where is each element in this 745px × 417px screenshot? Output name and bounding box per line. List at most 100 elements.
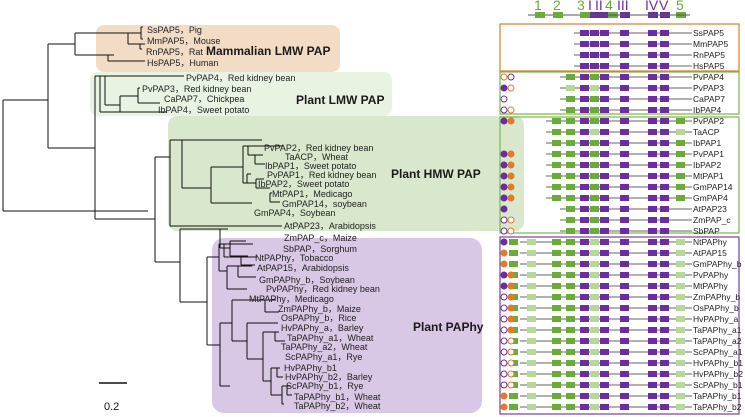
site-marker <box>500 304 508 312</box>
motif-box <box>660 140 669 146</box>
motif-box <box>580 74 589 80</box>
domain-labels: 1 2 3 I II 4 III IV V 5 <box>534 0 684 13</box>
motif-box <box>620 96 629 102</box>
site-marker <box>500 227 508 235</box>
sequence-name: IbPAP1 <box>693 138 721 148</box>
leaf-label: ZmPAP_c，Maize <box>284 233 357 243</box>
site-marker <box>507 117 515 125</box>
sequence-name: OsPAPhy_b <box>693 303 739 313</box>
motif-box <box>660 74 669 80</box>
motif-box <box>580 162 589 168</box>
motif-box <box>648 382 657 388</box>
motif-box <box>660 85 669 91</box>
motif-box <box>676 371 685 377</box>
domain-row: HvPAPhy_a <box>500 314 738 324</box>
site-marker <box>507 381 515 389</box>
site-marker <box>500 249 508 257</box>
domain-row: IbPAP4 <box>500 105 721 115</box>
motif-box <box>600 261 609 267</box>
motif-box <box>676 261 685 267</box>
domain-row: TaPAPhy_b2 <box>500 402 742 412</box>
motif-box <box>648 228 657 234</box>
motif-box <box>676 195 685 201</box>
site-marker <box>507 359 515 367</box>
plant-paphy-label: Plant PAPhy <box>413 320 484 334</box>
motif-box <box>580 30 589 36</box>
leaf-label: MtPAPhy，Medicago <box>249 294 334 304</box>
site-marker <box>500 73 508 81</box>
motif-box <box>600 140 609 146</box>
sequence-name: HvPAPhy_b2 <box>693 369 743 379</box>
papphy-clade-box <box>212 238 482 413</box>
motif-box <box>648 30 657 36</box>
motif-box <box>552 118 561 124</box>
motif-box <box>566 74 575 80</box>
motif-box <box>580 206 589 212</box>
motif-box <box>590 173 599 179</box>
motif-box <box>620 195 629 201</box>
motif-box <box>660 107 669 113</box>
motif-box <box>676 140 685 146</box>
motif-box <box>600 151 609 157</box>
motif-box <box>676 250 685 256</box>
motif-box <box>648 250 657 256</box>
motif-box <box>580 151 589 157</box>
motif-box <box>660 338 669 344</box>
domain-row: TaPAPhy_a2 <box>500 336 742 346</box>
motif-box <box>527 349 536 355</box>
motif-box <box>660 272 669 278</box>
motif-box <box>660 195 669 201</box>
domain-row: SsPAP5 <box>574 28 724 38</box>
motif-box <box>620 338 629 344</box>
motif-box <box>566 283 575 289</box>
motif-box <box>580 173 589 179</box>
domain-row: PvPAP2 <box>500 116 724 126</box>
motif-box <box>648 349 657 355</box>
site-marker <box>500 106 508 114</box>
motif-box <box>590 404 599 410</box>
domain-label-3: 3 <box>577 0 585 13</box>
motif-box <box>660 118 669 124</box>
motif-box <box>620 63 629 69</box>
domain-row: IbPAP2 <box>500 160 721 170</box>
motif-box <box>660 305 669 311</box>
motif-box <box>676 360 685 366</box>
motif-box <box>552 338 561 344</box>
motif-box <box>620 85 629 91</box>
motif-box <box>590 360 599 366</box>
sequence-name: HvPAPhy_b1 <box>693 358 743 368</box>
leaf-label: IbPAP4，Sweet potato <box>158 105 249 115</box>
motif-box <box>580 360 589 366</box>
motif-box <box>676 272 685 278</box>
motif-box <box>527 272 536 278</box>
motif-box <box>620 382 629 388</box>
motif-box <box>590 129 599 135</box>
motif-box <box>648 206 657 212</box>
motif-box <box>580 129 589 135</box>
motif-box <box>676 404 685 410</box>
site-marker <box>500 370 508 378</box>
motif-box <box>648 96 657 102</box>
motif-box <box>648 217 657 223</box>
motif-box <box>509 393 518 399</box>
site-marker <box>507 194 515 202</box>
sequence-name: ZmPAPhy_b <box>693 292 740 302</box>
motif-box <box>580 250 589 256</box>
motif-box <box>527 382 536 388</box>
motif-box <box>648 140 657 146</box>
motif-box <box>676 184 685 190</box>
domain-row: TaACP <box>546 127 720 137</box>
domain-label-IV: IV <box>645 0 659 13</box>
domain-label-I: I <box>588 0 592 13</box>
domain-row: ScPAPhy_a1 <box>500 347 743 357</box>
sequence-name: GmPAPhy_b <box>693 259 742 269</box>
site-marker <box>507 304 515 312</box>
motif-box <box>676 349 685 355</box>
sequence-name: PvPAPhy <box>693 270 729 280</box>
site-marker <box>500 172 508 180</box>
domain-row: RnPAP5 <box>574 50 725 60</box>
motif-box <box>620 129 629 135</box>
domain-row: PvPAP3 <box>500 83 724 93</box>
plant-lmw-pap-label: Plant LMW PAP <box>296 93 384 107</box>
domain-label-4: 4 <box>605 0 613 13</box>
